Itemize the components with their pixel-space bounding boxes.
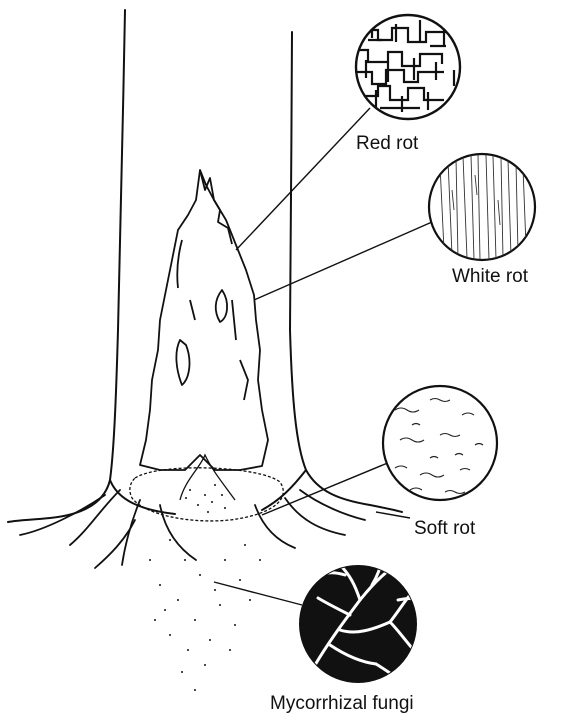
pointer-lines bbox=[214, 108, 432, 605]
white-rot-circle bbox=[429, 154, 535, 260]
red-rot-label: Red rot bbox=[356, 133, 418, 155]
mycorrhizal-fungi-label: Mycorrhizal fungi bbox=[270, 693, 414, 715]
broken-stump bbox=[140, 170, 268, 470]
roots bbox=[20, 490, 365, 568]
white-rot-label: White rot bbox=[452, 266, 528, 288]
tree-trunk bbox=[8, 10, 402, 522]
mycorrhizal-circle bbox=[300, 560, 416, 682]
red-rot-circle bbox=[356, 15, 460, 119]
soft-rot-circle bbox=[383, 386, 497, 500]
decay-ring bbox=[130, 455, 283, 521]
soft-rot-label: Soft rot bbox=[414, 518, 475, 540]
